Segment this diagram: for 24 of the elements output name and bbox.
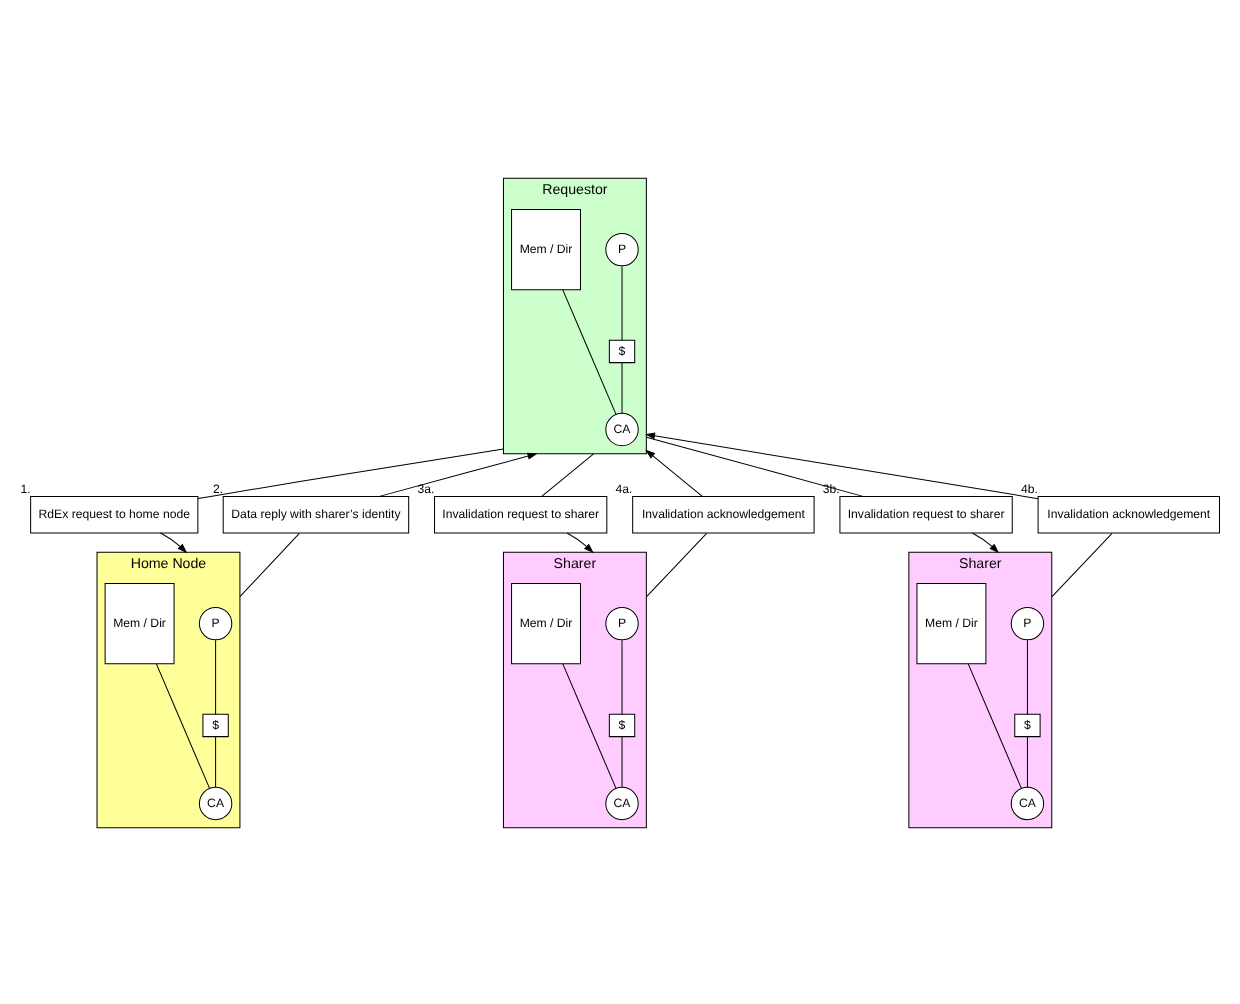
- connector: [197, 447, 504, 499]
- arrow: [971, 531, 1000, 553]
- connector: [215, 735, 217, 787]
- connector: [621, 638, 623, 714]
- connector: [1051, 531, 1113, 597]
- connector: [621, 361, 623, 413]
- connector: [562, 288, 617, 414]
- connector: [239, 531, 300, 597]
- connector: [1026, 638, 1028, 714]
- arrow: [160, 531, 188, 553]
- connector: [1026, 735, 1028, 787]
- connector: [645, 435, 864, 496]
- connector: [967, 662, 1022, 788]
- arrow: [644, 431, 1039, 499]
- connector: [215, 638, 217, 714]
- connector: [621, 264, 623, 340]
- arrow: [379, 451, 538, 496]
- connector: [541, 452, 595, 496]
- connector: [562, 662, 617, 788]
- connector: [645, 531, 708, 597]
- arrow: [645, 448, 703, 496]
- connector: [155, 662, 210, 788]
- arrow: [566, 531, 594, 553]
- connector: [621, 735, 623, 787]
